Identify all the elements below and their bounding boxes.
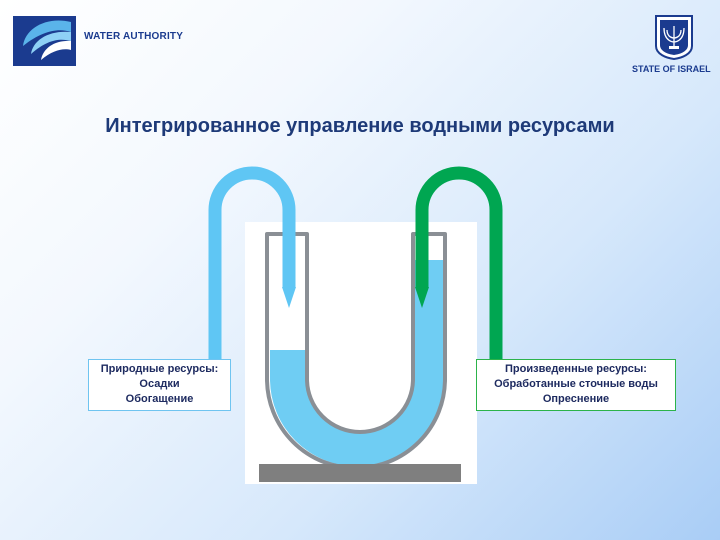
page-title: Интегрированное управление водными ресур… <box>105 115 615 137</box>
produced-pipe-tip <box>415 287 429 308</box>
natural-resources-item: Осадки <box>139 378 180 390</box>
org-name: WATER AUTHORITY <box>84 31 184 42</box>
state-emblem-icon <box>654 14 694 61</box>
produced-resources-pipe <box>415 166 503 360</box>
tube-base <box>259 464 461 482</box>
natural-resources-pipe <box>208 166 296 360</box>
natural-resources-heading: Природные ресурсы: <box>100 363 219 375</box>
produced-resources-box: Произведенные ресурсы: Обработанные сточ… <box>476 359 676 411</box>
produced-resources-item: Обработанные сточные воды <box>494 378 658 390</box>
natural-resources-box: Природные ресурсы: Осадки Обогащение <box>88 359 231 411</box>
water-authority-logo <box>13 16 76 66</box>
state-label: STATE OF ISRAEL <box>632 64 711 74</box>
produced-resources-heading: Произведенные ресурсы: <box>505 363 647 375</box>
u-tube-outline <box>265 232 447 470</box>
natural-resources-item: Обогащение <box>125 393 194 405</box>
natural-pipe-tip <box>282 287 296 308</box>
produced-resources-item: Опреснение <box>542 393 610 405</box>
